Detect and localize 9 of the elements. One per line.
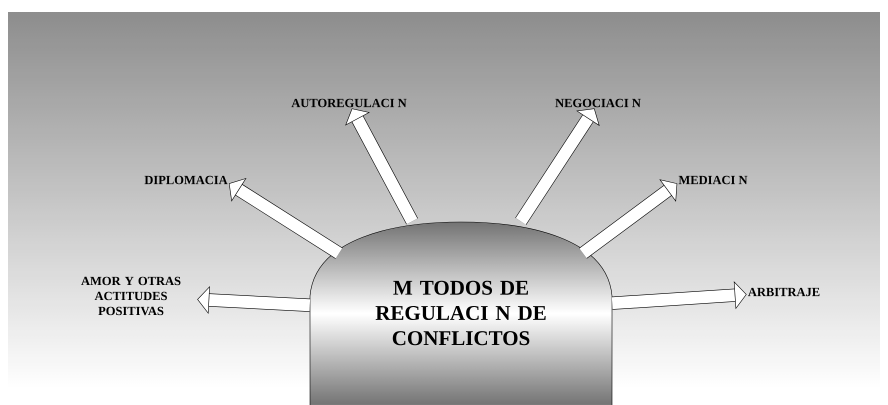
method-label: NEGOCIACI N	[555, 98, 641, 108]
method-label: MEDIACI N	[678, 176, 748, 184]
method-label: DIPLOMACIA	[144, 176, 228, 184]
method-label: AUTOREGULACI N	[291, 98, 407, 108]
block-arrow	[612, 281, 747, 310]
block-arrow	[579, 179, 678, 259]
method-label: ARBITRAJE	[748, 288, 820, 296]
method-label: AMOR Y OTRAS ACTITUDES POSITIVAS	[81, 276, 180, 316]
block-arrow	[345, 108, 418, 224]
